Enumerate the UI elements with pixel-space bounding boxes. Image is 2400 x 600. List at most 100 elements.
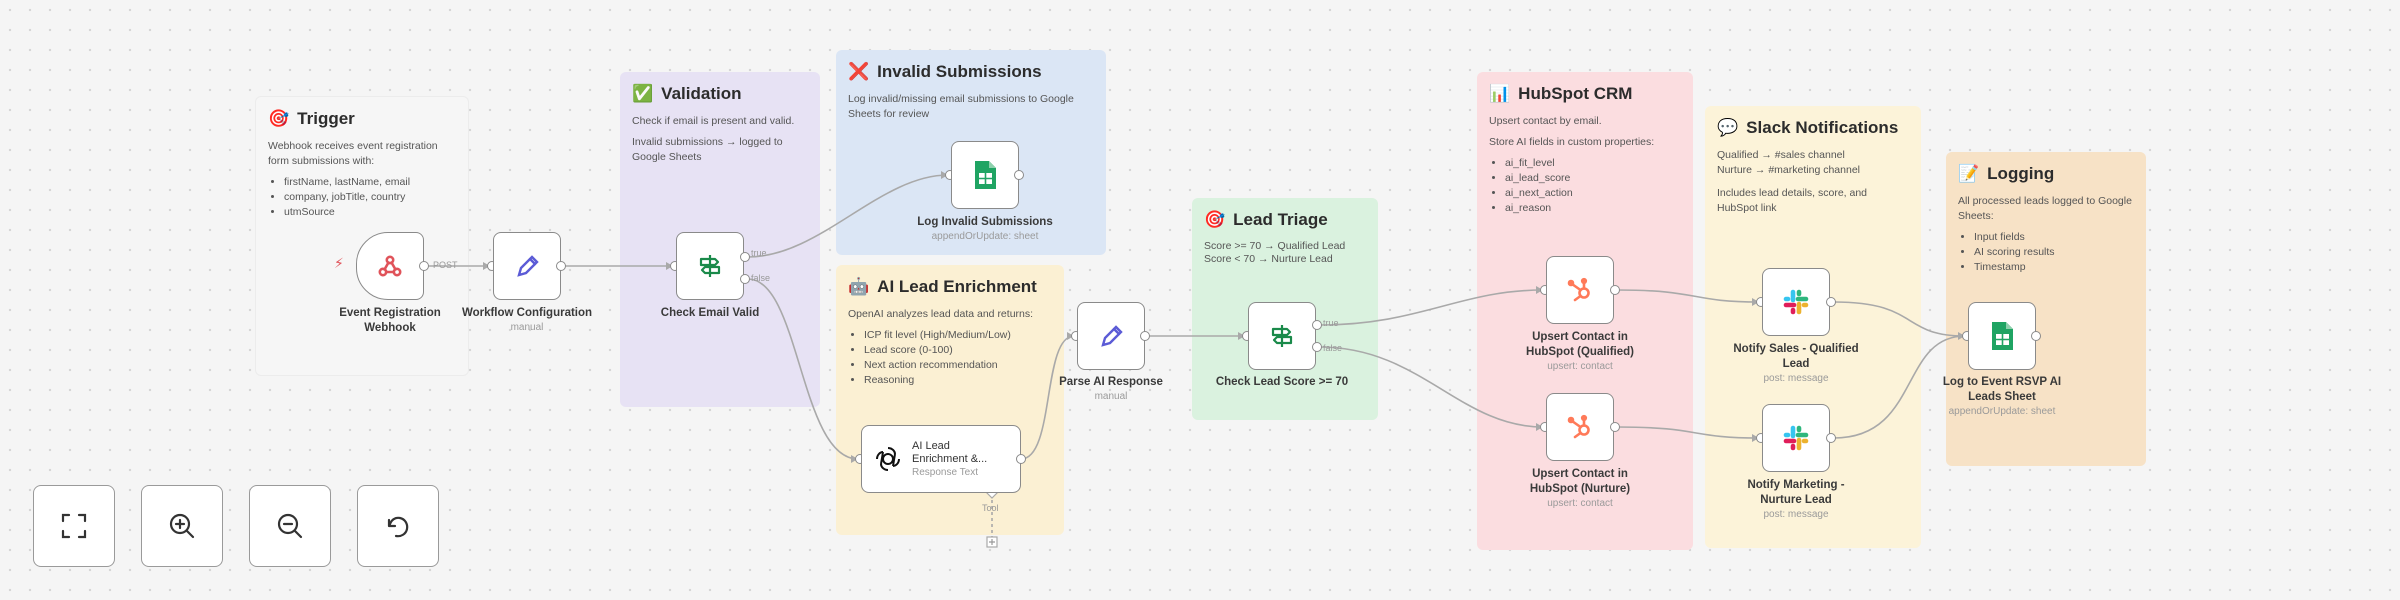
sticky-title-text: Invalid Submissions bbox=[877, 62, 1042, 81]
node-log-invalid-submissions[interactable] bbox=[951, 141, 1019, 209]
output-port[interactable] bbox=[1610, 285, 1620, 295]
zoom-out-icon bbox=[277, 513, 303, 539]
sticky-enrichment-title: 🤖AI Lead Enrichment bbox=[848, 277, 1052, 297]
output-port[interactable] bbox=[2031, 331, 2041, 341]
bar-chart-icon: 📊 bbox=[1489, 84, 1511, 104]
pencil-icon bbox=[517, 255, 539, 277]
sticky-title-text: Trigger bbox=[297, 109, 355, 128]
output-port-false[interactable] bbox=[740, 274, 750, 284]
arrowheads bbox=[483, 171, 1965, 463]
sticky-paragraph: OpenAI analyzes lead data and returns: bbox=[848, 308, 1034, 320]
output-port[interactable] bbox=[419, 261, 429, 271]
sticky-paragraph: Check if email is present and valid. bbox=[632, 115, 795, 127]
sticky-paragraph: Webhook receives event registration form… bbox=[268, 140, 438, 167]
sticky-trigger[interactable]: 🎯Trigger Webhook receives event registra… bbox=[255, 96, 469, 376]
sticky-invalid-text: Log invalid/missing email submissions to… bbox=[848, 92, 1088, 122]
sticky-bullet: utmSource bbox=[284, 205, 456, 220]
node-label-line: Event Registration bbox=[339, 307, 441, 319]
sticky-line: Nurture → #marketing channel bbox=[1717, 164, 1860, 176]
google-sheets-icon bbox=[1992, 322, 2013, 350]
node-event-registration-webhook[interactable] bbox=[356, 232, 424, 300]
zoom-in-icon bbox=[169, 513, 195, 539]
sticky-lead-triage[interactable]: 🎯Lead Triage Score >= 70 → Qualified Lea… bbox=[1192, 198, 1378, 420]
edge-check-email-ai-enrich bbox=[747, 278, 859, 460]
output-port[interactable] bbox=[1610, 422, 1620, 432]
output-port[interactable] bbox=[1826, 433, 1836, 443]
node-subtitle: post: message bbox=[1763, 509, 1829, 520]
output-port[interactable] bbox=[1826, 297, 1836, 307]
signpost-icon bbox=[1271, 325, 1293, 347]
sticky-paragraph: Store AI fields in custom properties: bbox=[1489, 136, 1655, 148]
output-port[interactable] bbox=[1014, 170, 1024, 180]
reset-zoom-button[interactable] bbox=[357, 485, 439, 567]
sticky-enrichment-text: OpenAI analyzes lead data and returns: I… bbox=[848, 307, 1052, 388]
robot-icon: 🤖 bbox=[848, 277, 870, 297]
pencil-icon bbox=[1101, 325, 1123, 347]
signpost-icon bbox=[699, 255, 721, 277]
memo-icon: 📝 bbox=[1958, 164, 1980, 184]
edge-upsert-nurture-notify-marketing bbox=[1617, 426, 1760, 439]
sticky-title-text: HubSpot CRM bbox=[1518, 84, 1633, 103]
fit-view-button[interactable] bbox=[33, 485, 115, 567]
output-port[interactable] bbox=[1140, 331, 1150, 341]
ai-node-text: AI Lead Enrichment &... Response Text bbox=[912, 440, 987, 479]
sticky-line: Qualified → #sales channel bbox=[1717, 149, 1845, 161]
output-port-false[interactable] bbox=[1312, 342, 1322, 352]
slack-icon bbox=[1783, 425, 1809, 451]
hubspot-icon bbox=[1567, 414, 1590, 439]
node-parse-ai-response[interactable] bbox=[1077, 302, 1145, 370]
sticky-bullet: Next action recommendation bbox=[864, 358, 1052, 373]
sticky-paragraph: Invalid submissions → logged to Google S… bbox=[632, 136, 783, 163]
hubspot-icon bbox=[1567, 277, 1590, 302]
sticky-paragraph: All processed leads logged to Google She… bbox=[1958, 195, 2132, 222]
node-label-parse-ai: Parse AI Response manual bbox=[1041, 375, 1181, 404]
node-check-email-valid[interactable] bbox=[676, 232, 744, 300]
output-port[interactable] bbox=[1016, 454, 1026, 464]
output-port-true[interactable] bbox=[740, 252, 750, 262]
sticky-trigger-title: 🎯Trigger bbox=[268, 109, 456, 129]
sticky-logging-title: 📝 Logging bbox=[1958, 164, 2134, 184]
slack-icon bbox=[1783, 289, 1809, 315]
node-title-line: AI Lead bbox=[912, 439, 950, 452]
undo-icon bbox=[387, 516, 409, 538]
output-port-true[interactable] bbox=[1312, 320, 1322, 330]
node-upsert-hubspot-qualified[interactable] bbox=[1546, 256, 1614, 324]
zoom-out-button[interactable] bbox=[249, 485, 331, 567]
zoom-in-button[interactable] bbox=[141, 485, 223, 567]
edge-label-post: POST bbox=[433, 260, 458, 270]
edge-label-true: true bbox=[1323, 318, 1339, 328]
node-label-line: Notify Marketing - bbox=[1747, 479, 1845, 491]
edge-upsert-qualified-notify-sales bbox=[1617, 289, 1760, 303]
node-subtitle: post: message bbox=[1763, 373, 1829, 384]
sticky-validation-title: ✅Validation bbox=[632, 84, 808, 104]
node-label-line: Workflow Configuration bbox=[461, 307, 593, 319]
node-upsert-hubspot-nurture[interactable] bbox=[1546, 393, 1614, 461]
node-log-event-rsvp[interactable] bbox=[1968, 302, 2036, 370]
node-label-line: Webhook bbox=[364, 322, 416, 334]
sticky-bullet: company, jobTitle, country bbox=[284, 190, 456, 205]
node-subtitle: manual bbox=[1094, 391, 1128, 402]
node-ai-lead-enrichment[interactable]: AI Lead Enrichment &... Response Text bbox=[861, 425, 1021, 493]
node-workflow-configuration[interactable] bbox=[493, 232, 561, 300]
node-subtitle: Response Text bbox=[912, 466, 978, 478]
output-port[interactable] bbox=[556, 261, 566, 271]
target-icon: 🎯 bbox=[1204, 210, 1226, 230]
node-label-line: Parse AI Response bbox=[1059, 376, 1163, 388]
sticky-bullet: AI scoring results bbox=[1974, 245, 2134, 260]
node-label-line: Upsert Contact in bbox=[1532, 468, 1628, 480]
sticky-title-text: Logging bbox=[1987, 164, 2055, 183]
sticky-bullet: Timestamp bbox=[1974, 260, 2134, 275]
sticky-bullet: ICP fit level (High/Medium/Low) bbox=[864, 328, 1052, 343]
node-check-lead-score[interactable] bbox=[1248, 302, 1316, 370]
node-notify-marketing[interactable] bbox=[1762, 404, 1830, 472]
node-notify-sales[interactable] bbox=[1762, 268, 1830, 336]
sticky-bullet: Input fields bbox=[1974, 230, 2134, 245]
sticky-triage-text: Score >= 70 → Qualified Lead Score < 70 … bbox=[1204, 240, 1366, 266]
